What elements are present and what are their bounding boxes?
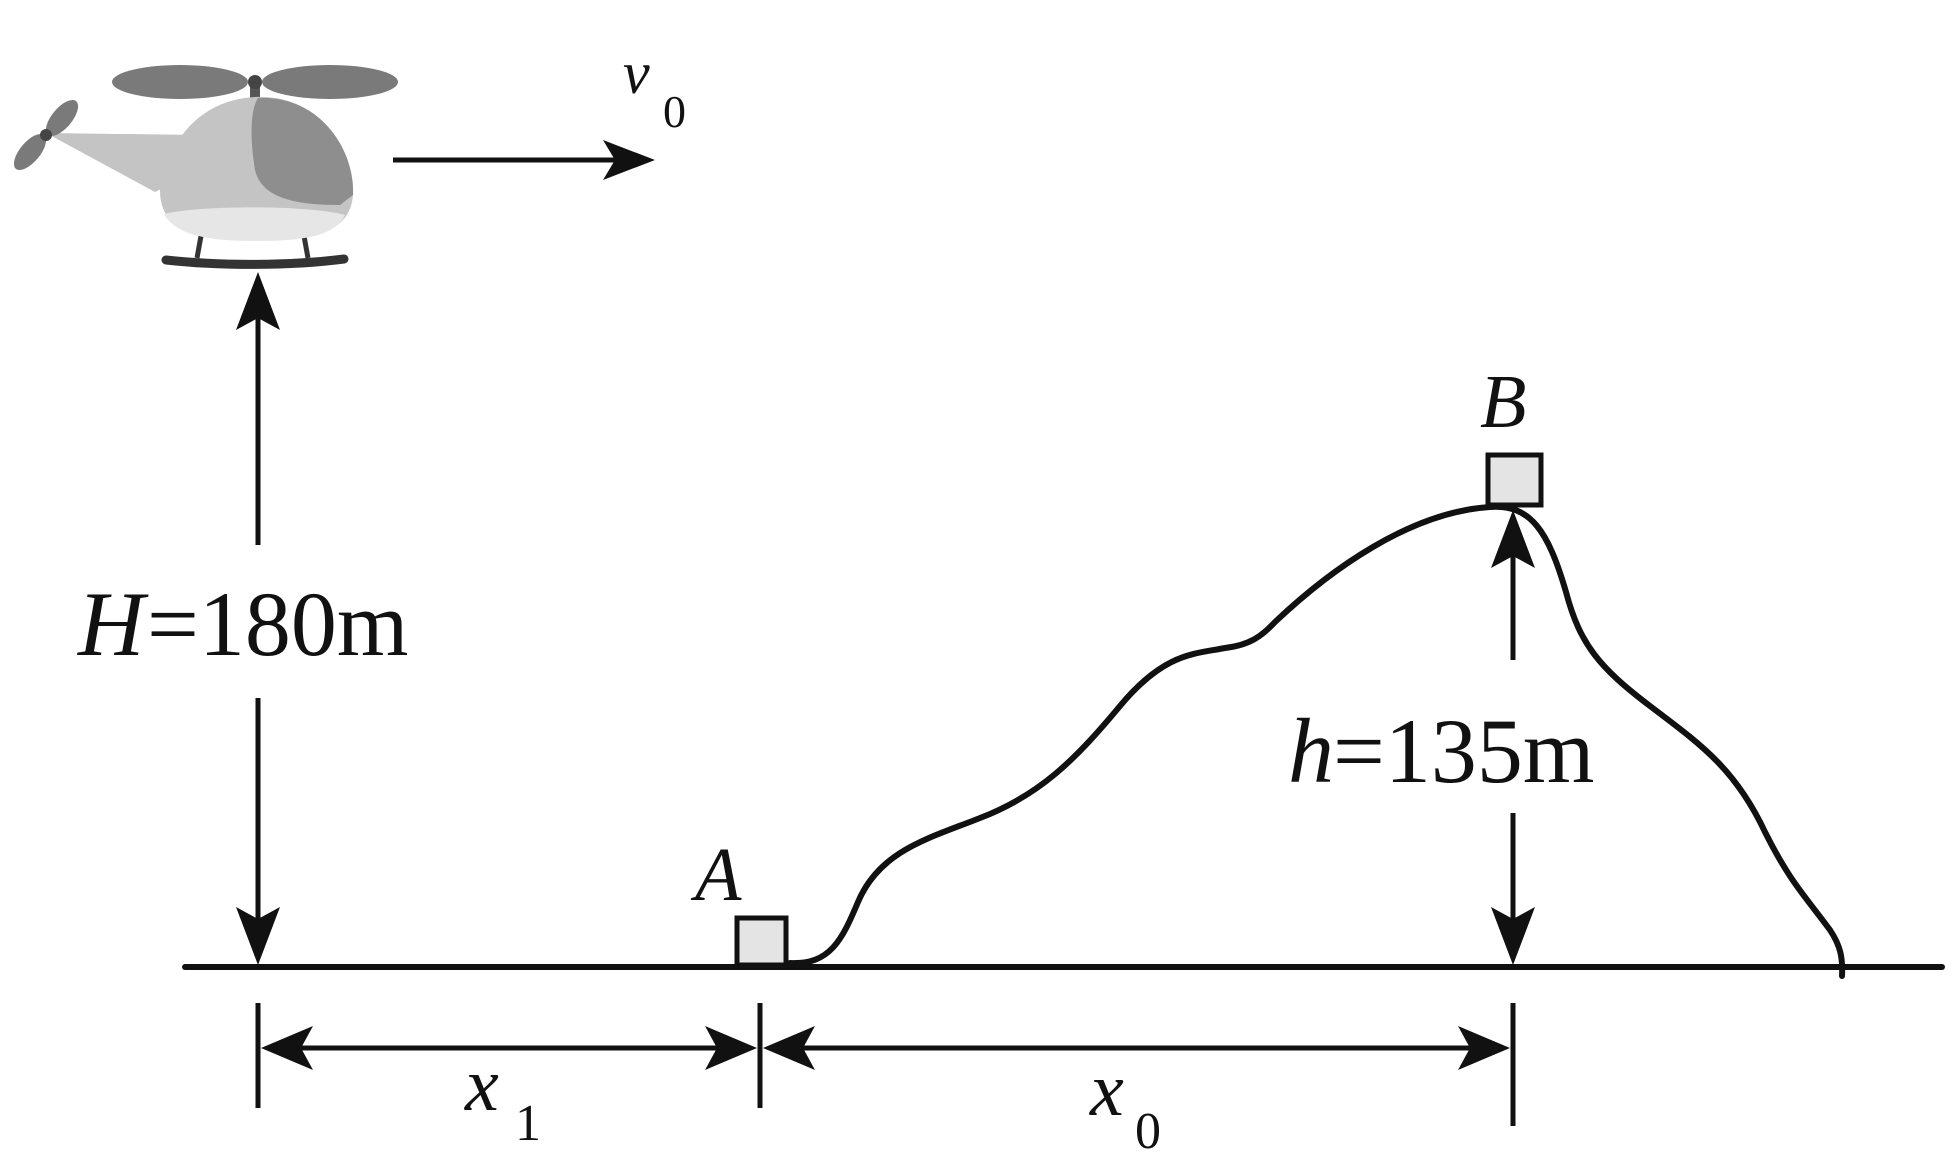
velocity-subscript: 0 (663, 86, 686, 137)
x1-arrow-head-left (261, 1026, 313, 1070)
height-H-arrow-head-bottom (236, 907, 280, 965)
height-h-value: =135m (1333, 700, 1594, 802)
x0-arrow-head-left (763, 1026, 815, 1070)
height-H-symbol: H (77, 573, 149, 675)
height-h-arrow-head-bottom (1491, 907, 1535, 965)
x0-subscript: 0 (1135, 1103, 1161, 1160)
height-H-value: =180m (147, 573, 408, 675)
target-B-label: B (1480, 360, 1526, 444)
x0-symbol: x (1089, 1048, 1124, 1132)
height-H-arrow-head-top (236, 272, 280, 330)
mountain-outline (787, 503, 1846, 979)
target-A-label: A (690, 833, 742, 917)
velocity-arrow-head (603, 140, 655, 180)
target-A-box (734, 915, 789, 968)
target-B-box (1485, 452, 1544, 508)
x1-symbol: x (464, 1043, 499, 1127)
helicopter-icon (13, 65, 398, 269)
x1-arrow-head-right (705, 1026, 757, 1070)
x0-arrow-head-right (1458, 1026, 1510, 1070)
height-h-arrow-head-top (1491, 510, 1535, 568)
x1-subscript: 1 (515, 1095, 541, 1152)
height-h-symbol: h (1288, 700, 1334, 802)
velocity-symbol: v (623, 40, 650, 106)
